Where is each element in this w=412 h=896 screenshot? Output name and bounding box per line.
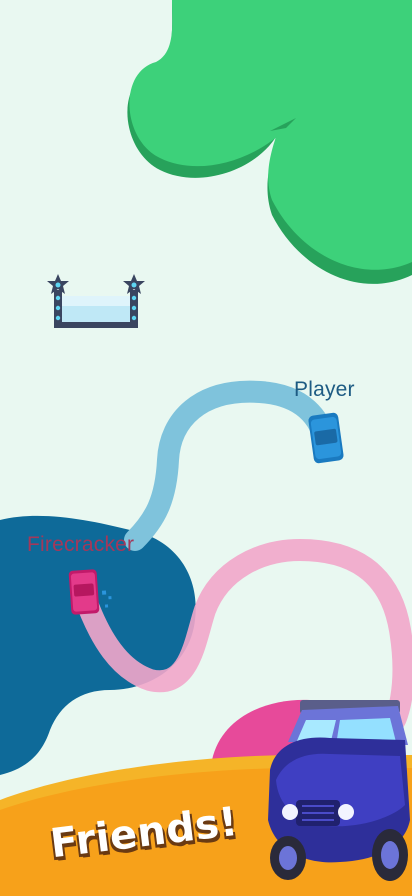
opponent-trail [73, 538, 412, 731]
player-trail [124, 380, 336, 551]
goal-gate-icon [47, 274, 145, 328]
blue-jeep-icon [268, 700, 410, 881]
green-territory [127, 0, 412, 284]
pink-car-icon [68, 569, 112, 615]
player-name-label: Player [294, 378, 355, 401]
blue-car-icon [308, 412, 344, 464]
opponent-name-label: Firecracker [27, 533, 135, 556]
